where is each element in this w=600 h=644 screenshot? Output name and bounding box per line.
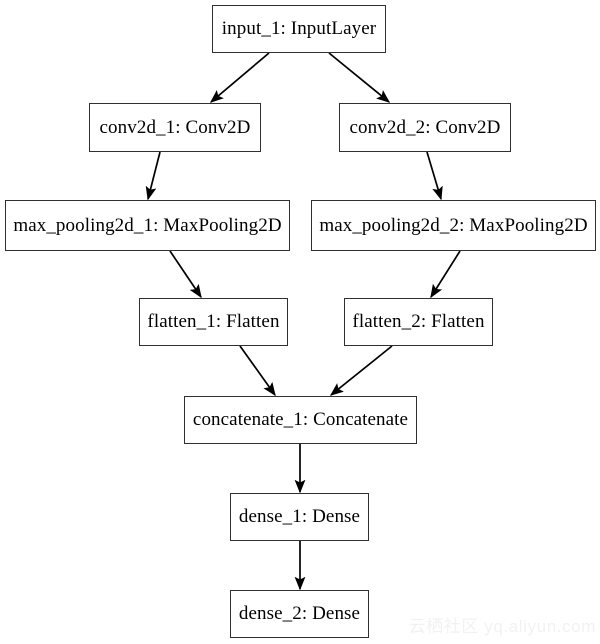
graph-node-conv2d_2[interactable]: conv2d_2: Conv2D [339, 103, 511, 152]
graph-node-concatenate_1[interactable]: concatenate_1: Concatenate [184, 396, 417, 444]
graph-node-input_1[interactable]: input_1: InputLayer [212, 5, 386, 53]
graph-node-max_pooling2d_1[interactable]: max_pooling2d_1: MaxPooling2D [5, 200, 290, 251]
site-watermark: 云栖社区 yq.aliyun.com [408, 617, 596, 636]
graph-node-label: concatenate_1: Concatenate [192, 409, 409, 430]
graph-node-label: conv2d_2: Conv2D [349, 116, 501, 138]
graph-node-label: max_pooling2d_2: MaxPooling2D [319, 214, 588, 236]
graph-node-dense_2[interactable]: dense_2: Dense [230, 590, 369, 638]
graph-edge-flatten_2-to-concatenate_1 [329, 345, 393, 396]
graph-node-label: max_pooling2d_1: MaxPooling2D [13, 214, 282, 236]
graph-node-label: input_1: InputLayer [221, 18, 377, 39]
graph-node-flatten_1[interactable]: flatten_1: Flatten [139, 298, 288, 346]
graph-node-label: dense_1: Dense [238, 506, 361, 527]
graph-edge-input_1-to-conv2d_1 [209, 52, 270, 103]
edge-group [145, 52, 461, 591]
graph-node-dense_1[interactable]: dense_1: Dense [230, 493, 369, 541]
graph-edge-max_pooling2d_2-to-flatten_2 [430, 250, 461, 299]
graph-edge-max_pooling2d_1-to-flatten_1 [169, 250, 202, 299]
graph-edge-conv2d_2-to-max_pooling2d_2 [426, 151, 443, 201]
graph-node-max_pooling2d_2[interactable]: max_pooling2d_2: MaxPooling2D [311, 200, 596, 251]
graph-node-conv2d_1[interactable]: conv2d_1: Conv2D [89, 103, 261, 152]
graph-node-flatten_2[interactable]: flatten_2: Flatten [344, 298, 493, 346]
graph-edge-input_1-to-conv2d_2 [328, 52, 391, 103]
graph-edge-conv2d_1-to-max_pooling2d_1 [145, 151, 161, 201]
graph-node-label: flatten_1: Flatten [147, 311, 280, 332]
graph-node-label: conv2d_1: Conv2D [99, 116, 251, 138]
graph-node-label: flatten_2: Flatten [352, 311, 485, 332]
graph-edge-flatten_1-to-concatenate_1 [239, 345, 276, 397]
graph-node-label: dense_2: Dense [238, 603, 361, 624]
